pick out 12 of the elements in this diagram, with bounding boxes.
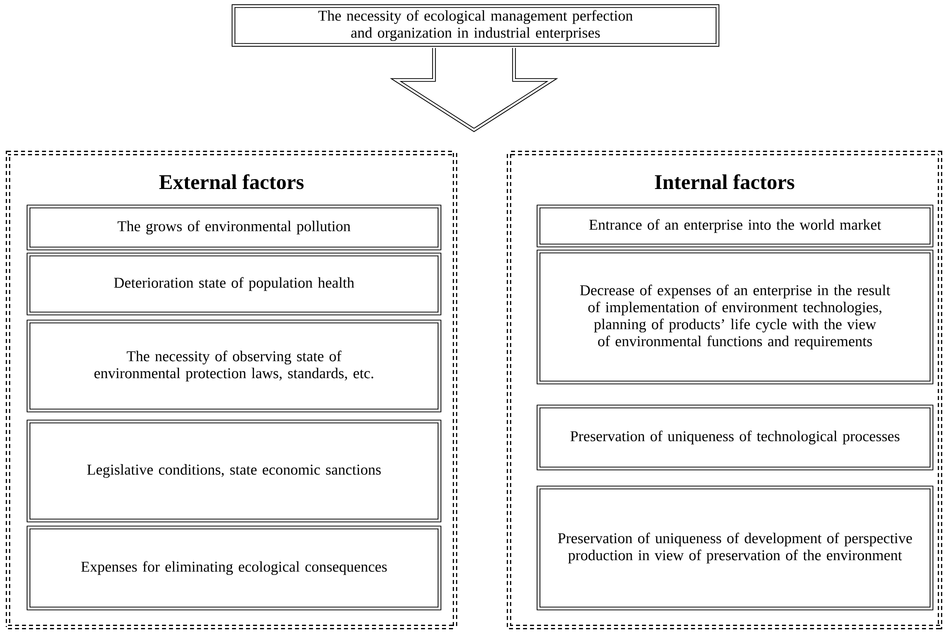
panel-heading: External factors [159,174,304,190]
factor-box: Preservation of uniqueness of technological processes [536,404,934,470]
factor-box: The grows of environmental pollution [26,204,442,250]
factor-box: Decrease of expenses of an enterprise in the result of implementation of environment technologies, planning of products’ life cycle with the view of environmental functions and requirements [536,250,934,384]
factor-box: The necessity of ecological management perfection and organization in industrial enterprises [232,4,720,47]
factor-box: Expenses for eliminating ecological consequences [26,526,442,610]
factor-box: Preservation of uniqueness of development of perspective production in view of preservation of the environment [536,486,934,610]
factor-box: Entrance of an enterprise into the world market [536,204,934,248]
panel-heading: Internal factors [654,174,794,190]
factor-box: Legislative conditions, state economic sanctions [26,420,442,522]
factor-box: The necessity of observing state of environmental protection laws, standards, etc. [26,320,442,412]
factor-box: Deterioration state of population health [26,252,442,316]
